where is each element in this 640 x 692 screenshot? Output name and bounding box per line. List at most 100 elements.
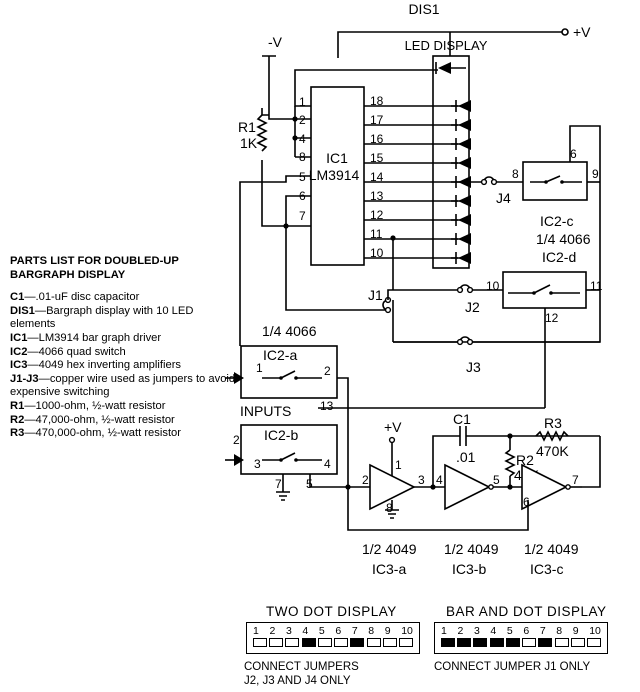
ic1-left-pins: 1 2 4 8 5 6 7 — [299, 95, 306, 223]
part-ref: DIS1 — [10, 304, 35, 317]
svg-text:12: 12 — [370, 208, 384, 222]
two-dot-segment — [366, 638, 381, 647]
two-dot-segments — [253, 638, 413, 647]
bar-dot-note-line: CONNECT JUMPER J1 ONLY — [434, 661, 591, 673]
part-ref: R1 — [10, 399, 25, 412]
ic2d-label: IC2-d — [542, 249, 576, 265]
svg-text:11: 11 — [590, 279, 603, 293]
ic3a-plus-v-label: +V — [384, 419, 402, 435]
two-dot-display-title: TWO DOT DISPLAY — [266, 604, 397, 619]
led-display-label: LED DISPLAY — [405, 38, 488, 53]
svg-text:7: 7 — [275, 477, 282, 491]
part-ref: C1 — [10, 291, 25, 304]
ic2c-label: IC2-c — [540, 213, 573, 229]
svg-text:16: 16 — [370, 132, 384, 146]
svg-text:2: 2 — [324, 364, 331, 378]
svg-text:7: 7 — [299, 209, 306, 223]
ic1-part-label: LM3914 — [309, 167, 360, 183]
r1-value-label: 1K — [240, 135, 258, 151]
bar-dot-segment — [473, 638, 488, 647]
ic2a-label: IC2-a — [263, 347, 297, 363]
part-desc: —470,000-ohm, ½-watt resistor — [24, 427, 182, 440]
svg-text:10: 10 — [486, 279, 500, 293]
svg-text:1: 1 — [299, 95, 306, 109]
svg-text:2: 2 — [362, 473, 369, 487]
r2-label: R2 — [516, 452, 534, 468]
j3-label: J3 — [466, 359, 481, 375]
bar-dot-segment — [570, 638, 585, 647]
bar-dot-digit: 5 — [506, 625, 513, 637]
bar-dot-digit: 1 — [441, 625, 447, 637]
part-ref: J1-J3 — [10, 372, 39, 385]
inputs-label: INPUTS — [240, 403, 291, 419]
parts-list-item: IC3—4049 hex inverting amplifiers — [10, 359, 236, 373]
parts-list-item: IC2—4066 quad switch — [10, 346, 236, 360]
bar-dot-segment — [489, 638, 504, 647]
part-desc: —1000-ohm, ½-watt resistor — [24, 399, 166, 412]
parts-list-item: R1—1000-ohm, ½-watt resistor — [10, 400, 236, 414]
bar-dot-display-title: BAR AND DOT DISPLAY — [446, 604, 607, 619]
part-desc: —4066 quad switch — [27, 345, 126, 358]
part-ref: R3 — [10, 427, 25, 440]
two-dot-digit: 1 — [253, 625, 259, 637]
svg-text:15: 15 — [370, 151, 384, 165]
part-desc: —copper wire used as jumpers to avoid ex… — [10, 372, 236, 399]
bar-dot-segment — [457, 638, 472, 647]
quarter-4066-a-label: 1/4 4066 — [262, 323, 317, 339]
ic3b-pins: 4 5 — [436, 473, 500, 487]
two-dot-digit: 5 — [318, 625, 325, 637]
parts-list-item: R2—47,000-ohm, ½-watt resistor — [10, 414, 236, 428]
svg-text:8: 8 — [386, 501, 393, 515]
bar-dot-digit: 9 — [572, 625, 579, 637]
ic2d-box — [502, 271, 587, 309]
bar-dot-segment — [586, 638, 601, 647]
r3-resistor — [535, 430, 569, 442]
two-dot-segment — [253, 638, 267, 647]
part-ref: IC3 — [10, 359, 28, 372]
parts-list-item: R3—470,000-ohm, ½-watt resistor — [10, 427, 236, 441]
bar-dot-segments — [441, 638, 601, 647]
minus-v-label: -V — [268, 34, 283, 50]
svg-text:8: 8 — [512, 167, 519, 181]
bar-dot-digit: 10 — [589, 625, 601, 637]
svg-text:17: 17 — [370, 113, 384, 127]
two-dot-segment — [301, 638, 316, 647]
dis1-label: DIS1 — [408, 1, 439, 17]
part-ref: IC2 — [10, 345, 28, 358]
two-dot-segment — [334, 638, 349, 647]
parts-list-item: J1-J3—copper wire used as jumpers to avo… — [10, 373, 236, 400]
ic3c-pins: 6 7 — [523, 473, 579, 509]
two-dot-note-line: J2, J3 AND J4 ONLY — [244, 675, 351, 687]
c1-label: C1 — [453, 411, 471, 427]
part-desc: —4049 hex inverting amplifiers — [27, 359, 182, 372]
ic2c-pins: 8 6 9 — [512, 147, 599, 181]
ic2a-box — [240, 345, 338, 399]
two-dot-segment — [317, 638, 332, 647]
bar-dot-segment — [538, 638, 553, 647]
r3-label: R3 — [544, 415, 562, 431]
part-desc: —.01-uF disc capacitor — [24, 291, 140, 304]
bar-dot-segment — [522, 638, 537, 647]
r3-value-label: 470K — [536, 443, 569, 459]
svg-text:2: 2 — [299, 113, 306, 127]
r1-label: R1 — [238, 119, 256, 135]
svg-text:3: 3 — [418, 473, 425, 487]
two-dot-segment — [382, 638, 397, 647]
bar-dot-digit: 8 — [556, 625, 563, 637]
ic2c-box — [522, 161, 588, 201]
two-dot-segment — [398, 638, 413, 647]
bar-dot-digit: 6 — [523, 625, 530, 637]
ic3a-label: IC3-a — [372, 561, 406, 577]
ic3c-buffer-shape — [521, 463, 568, 511]
part-ref: R2 — [10, 413, 25, 426]
svg-text:13: 13 — [320, 399, 334, 413]
ic1-label: IC1 — [326, 150, 348, 166]
